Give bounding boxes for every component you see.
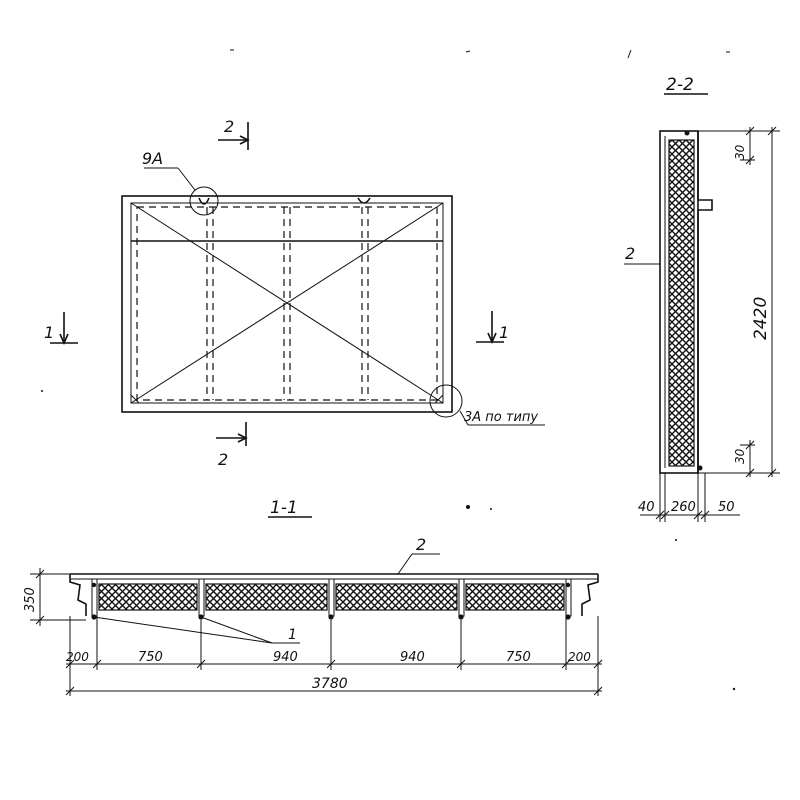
section-1-1-rebar (565, 582, 571, 588)
dim-label: 940 (400, 650, 425, 665)
dim-label-bottom: 30 (733, 448, 747, 464)
dim-label: 260 (671, 500, 696, 515)
section-1-1-leader-1-label: 1 (288, 627, 297, 643)
dim-label-top: 30 (733, 144, 747, 160)
section-2-2-leader-label: 2 (625, 244, 635, 263)
section-2-2-insulation (668, 139, 695, 467)
detail-callout-bottom-label: 3A по типу (464, 410, 538, 425)
section-1-1-right-edge (581, 574, 599, 616)
section-1-1-rebar (458, 614, 464, 620)
section-1-1-insulation (98, 583, 198, 611)
detail-callout-top-label: 9A (142, 149, 163, 168)
dim-label: 940 (273, 650, 298, 665)
section-1-1-left-edge (69, 574, 87, 616)
dashed-insulation-outline (136, 206, 438, 401)
section-1-1-insulation (465, 583, 565, 611)
section-2-2-rebar (684, 130, 690, 136)
detail-callout-leader (177, 167, 196, 191)
detail-callout-leader (459, 410, 469, 426)
dim-label-total: 3780 (312, 676, 348, 692)
section-cut-marker-1-right: 1 (476, 311, 509, 344)
stray-marks (41, 49, 736, 691)
panel-inner-outline (130, 202, 444, 404)
section-1-1-title: 1-1 (270, 498, 298, 518)
lifting-loop-icon (357, 197, 371, 204)
section-1-1-rib (328, 578, 335, 617)
section-2-2-rib (697, 131, 713, 473)
dim-label-height: 350 (23, 587, 38, 612)
dim-label: 50 (718, 500, 735, 515)
corner-mark (434, 394, 444, 404)
section-1-1-leader-2-label: 2 (416, 535, 426, 554)
detail-callout-circle (429, 384, 463, 418)
plan-view: 9A 3A по типу 2 2 1 1 (44, 117, 545, 469)
section-2-2-rebar (697, 465, 703, 471)
dim-label: 40 (638, 500, 655, 515)
section-1-1-rebar (91, 582, 97, 588)
section-2-2-title: 2-2 (666, 75, 694, 95)
corner-mark (130, 394, 140, 404)
dim-label: 750 (506, 650, 531, 665)
section-1-1-insulation (335, 583, 458, 611)
cut-mark-label: 2 (224, 117, 234, 136)
section-1-1-insulation (205, 583, 328, 611)
section-1-1-view: 1-1 2 1 350 (23, 498, 603, 696)
panel-outline (121, 195, 453, 413)
section-cut-marker-2-bottom: 2 (216, 422, 248, 469)
section-1-1-rebar (565, 614, 571, 620)
detail-callout-circle (189, 186, 219, 216)
section-1-1-rebar (328, 614, 334, 620)
dim-label-height: 2420 (751, 297, 771, 340)
dim-label: 750 (138, 650, 163, 665)
section-2-2-view: 2-2 30 30 2420 2 40 26 (624, 75, 780, 522)
dim-label: 200 (66, 650, 89, 664)
section-1-1-rib (458, 578, 465, 617)
leader-line (93, 616, 273, 644)
cut-mark-label: 1 (44, 323, 54, 342)
section-1-1-rib (198, 578, 205, 617)
leader-line (200, 616, 273, 644)
dim-label: 200 (568, 650, 591, 664)
leader-line (397, 553, 413, 575)
section-cut-marker-1-left: 1 (44, 312, 78, 345)
cut-mark-label: 2 (218, 450, 228, 469)
cut-mark-label: 1 (499, 323, 509, 342)
lifting-loop-icon (198, 197, 210, 205)
diagonal-line (130, 202, 444, 404)
section-cut-marker-2-top: 2 (218, 117, 250, 150)
